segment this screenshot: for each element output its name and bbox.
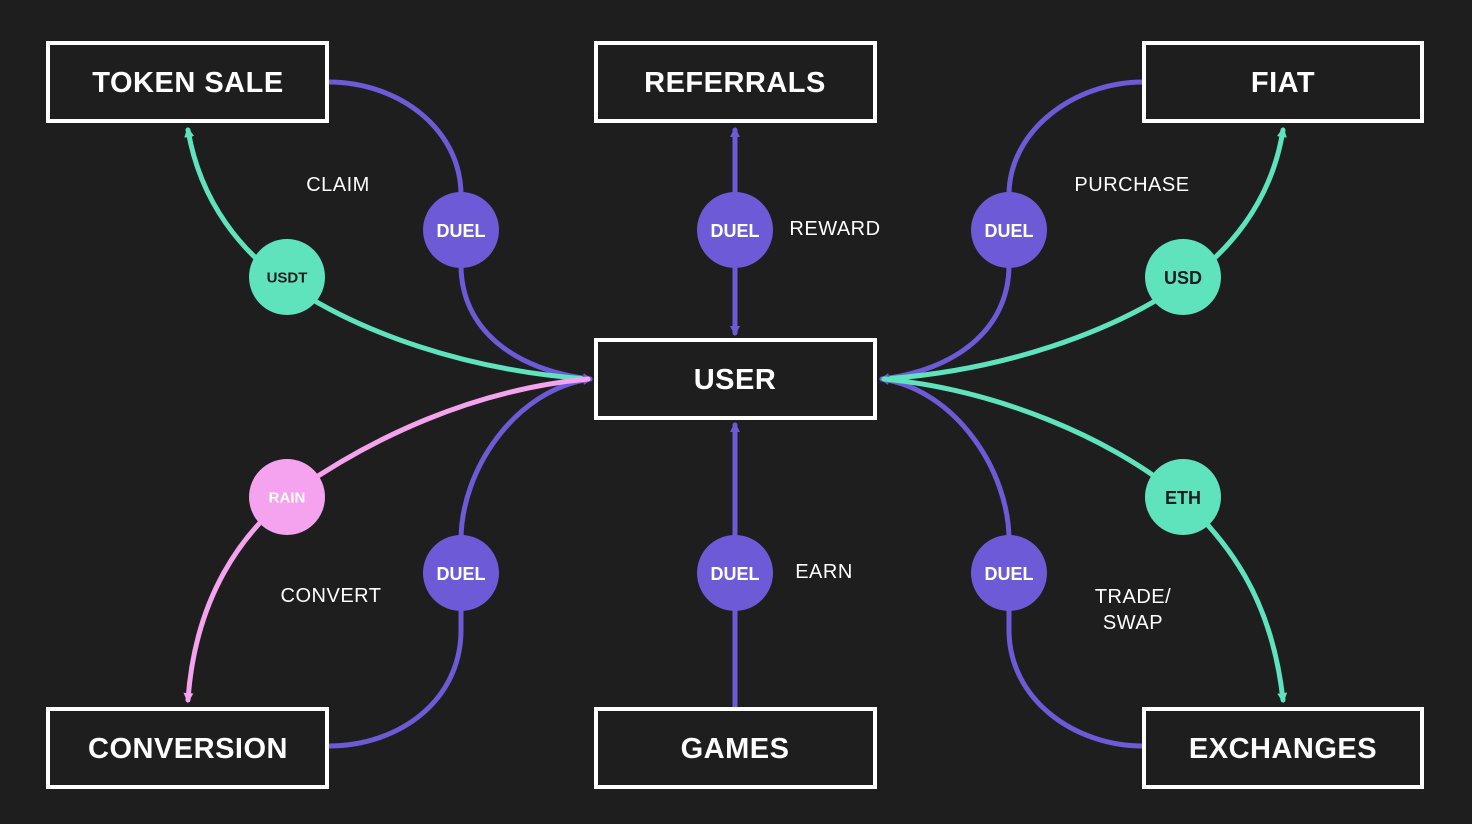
svg-text:DUEL: DUEL: [985, 221, 1034, 241]
node-referrals-label: REFERRALS: [644, 67, 826, 99]
box-token-sale: [46, 41, 329, 123]
node-fiat-label: FIAT: [1251, 67, 1315, 99]
box-user: [594, 338, 877, 420]
box-games: [594, 707, 877, 789]
box-fiat: [1142, 41, 1424, 123]
box-referrals: [594, 41, 877, 123]
label-claim: CLAIM: [306, 174, 370, 196]
svg-text:RAIN: RAIN: [269, 490, 306, 507]
label-convert: CONVERT: [281, 585, 382, 607]
node-user-label: USER: [694, 364, 777, 396]
label-reward: REWARD: [789, 218, 880, 240]
svg-text:ETH: ETH: [1165, 488, 1201, 508]
svg-text:USDT: USDT: [267, 270, 308, 287]
node-conversion-label: CONVERSION: [88, 733, 288, 765]
node-token-sale-label: TOKEN SALE: [92, 67, 283, 99]
token-duel-token-sale: DUEL: [423, 192, 499, 268]
token-rain: RAIN: [249, 459, 325, 535]
token-duel-conversion: DUEL: [423, 535, 499, 611]
label-trade: TRADE/: [1095, 586, 1171, 608]
node-exchanges-label: EXCHANGES: [1189, 733, 1377, 765]
token-duel-referrals: DUEL: [697, 192, 773, 268]
svg-text:DUEL: DUEL: [711, 564, 760, 584]
svg-text:DUEL: DUEL: [711, 221, 760, 241]
token-duel-games: DUEL: [697, 535, 773, 611]
box-conversion: [46, 707, 329, 789]
edge-conversion-rain: [183, 376, 591, 703]
edge-fiat-usd: [881, 127, 1287, 382]
edge-token-sale-usdt: [184, 127, 591, 382]
svg-text:DUEL: DUEL: [437, 564, 486, 584]
svg-text:DUEL: DUEL: [437, 221, 486, 241]
token-duel-fiat: DUEL: [971, 192, 1047, 268]
token-usd: USD: [1145, 239, 1221, 315]
node-games-label: GAMES: [681, 733, 790, 765]
token-eth: ETH: [1145, 459, 1221, 535]
label-earn: EARN: [795, 561, 853, 583]
label-swap: SWAP: [1103, 612, 1163, 634]
token-duel-exchanges: DUEL: [971, 535, 1047, 611]
edge-exchanges-eth: [881, 376, 1288, 703]
box-exchanges: [1142, 707, 1424, 789]
token-usdt: USDT: [249, 239, 325, 315]
svg-text:DUEL: DUEL: [985, 564, 1034, 584]
label-purchase: PURCHASE: [1074, 174, 1189, 196]
svg-text:USD: USD: [1164, 268, 1202, 288]
